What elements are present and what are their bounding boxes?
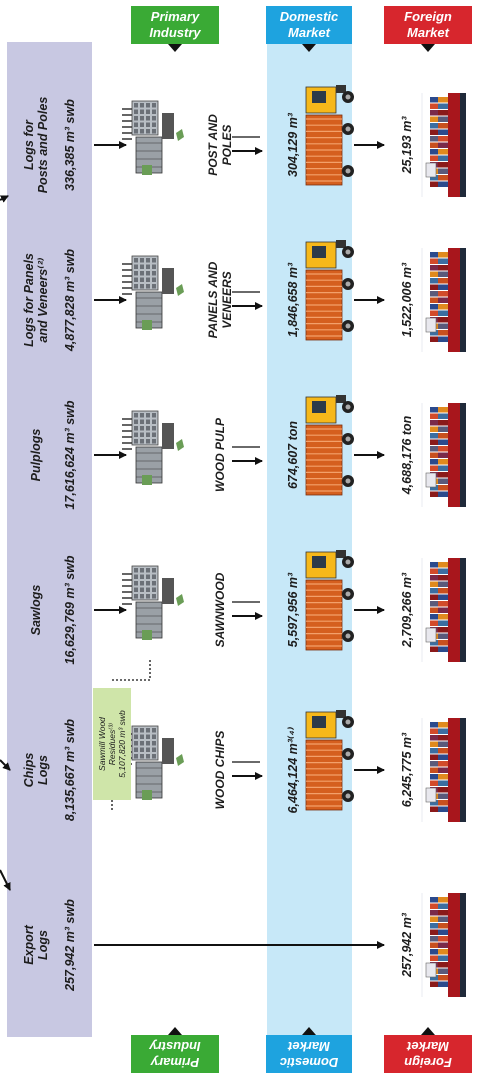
product-label: WOOD PULP bbox=[213, 418, 227, 492]
header-pointer-domestic bbox=[302, 44, 316, 52]
sawmill-icon bbox=[122, 410, 184, 485]
domestic-market-value: 6,464,124 m³⁽⁴⁾ bbox=[285, 726, 300, 814]
foreign-market-value: 1,522,006 m³ bbox=[399, 262, 414, 338]
raw-material-label: Logs for Panels and Veneers⁽²⁾ bbox=[22, 253, 50, 347]
incoming-arrow bbox=[0, 869, 11, 891]
domestic-market-value: 1,846,658 m³ bbox=[285, 262, 300, 338]
residues-value: 5,107,820 m³ swb bbox=[117, 710, 127, 778]
header-pointer-primary bbox=[168, 44, 182, 52]
footer-pointer-primary bbox=[168, 1027, 182, 1035]
cargo-ship-icon bbox=[421, 893, 466, 997]
raw-material-label: Pulplogs bbox=[29, 428, 43, 482]
cargo-ship-icon bbox=[421, 558, 466, 662]
product-label: SAWNWOOD bbox=[213, 572, 227, 648]
foreign-market-value: 6,245,775 m³ bbox=[399, 732, 414, 808]
sawmill-residues-box bbox=[93, 688, 131, 800]
sawmill-icon bbox=[122, 725, 184, 800]
cargo-ship-icon bbox=[421, 718, 466, 822]
truck-icon bbox=[305, 395, 354, 496]
raw-material-volume: 257,942 m³ swb bbox=[62, 899, 77, 991]
foreign-market-value: 257,942 m³ bbox=[399, 913, 414, 977]
raw-material-label: Sawlogs bbox=[29, 584, 43, 636]
cargo-ship-icon bbox=[421, 93, 466, 197]
raw-material-volume: 16,629,769 m³ swb bbox=[62, 555, 77, 665]
foreign-market-value: 2,709,266 m³ bbox=[399, 572, 414, 648]
foreign-market-value: 25,193 m³ bbox=[399, 116, 414, 174]
raw-material-volume: 8,135,667 m³ swb bbox=[62, 718, 77, 822]
header-pointer-foreign bbox=[421, 44, 435, 52]
truck-icon bbox=[305, 710, 354, 811]
domestic-market-value: 304,129 m³ bbox=[285, 113, 300, 177]
raw-material-label: Export Logs bbox=[22, 925, 50, 965]
incoming-arrow bbox=[0, 759, 11, 771]
domestic-market-value: 674,607 ton bbox=[285, 420, 300, 490]
product-label: PANELS AND VENEERS bbox=[206, 261, 234, 339]
raw-material-band bbox=[7, 42, 92, 1037]
truck-icon bbox=[305, 85, 354, 186]
footer-pointer-foreign bbox=[421, 1027, 435, 1035]
cargo-ship-icon bbox=[421, 248, 466, 352]
raw-material-volume: 4,877,828 m³ swb bbox=[62, 248, 77, 352]
footer-pointer-domestic bbox=[302, 1027, 316, 1035]
foreign-market-value: 4,688,176 ton bbox=[399, 415, 414, 495]
product-label: WOOD CHIPS bbox=[213, 730, 227, 810]
foreign-market-header: Foreign Market bbox=[384, 6, 472, 44]
domestic-market-value: 5,597,956 m³ bbox=[285, 572, 300, 648]
truck-icon bbox=[305, 550, 354, 651]
raw-material-label: Chips Logs bbox=[22, 752, 50, 788]
product-label: POST AND POLES bbox=[206, 114, 234, 176]
domestic-market-header: Domestic Market bbox=[266, 6, 352, 44]
truck-icon bbox=[305, 240, 354, 341]
primary-industry-header: Primary Industry bbox=[131, 6, 219, 44]
raw-material-volume: 336,385 m³ swb bbox=[62, 99, 77, 191]
sawmill-residues-label: Sawmill Wood Residues⁽³⁾5,107,820 m³ swb bbox=[93, 688, 131, 800]
raw-material-label: Logs for Posts and Poles bbox=[22, 96, 50, 194]
sawmill-icon bbox=[122, 100, 184, 175]
incoming-arrow bbox=[0, 195, 9, 203]
residues-name: Sawmill Wood Residues⁽³⁾ bbox=[97, 717, 117, 771]
domestic-market-band bbox=[267, 42, 352, 1037]
sawmill-icon bbox=[122, 565, 184, 640]
raw-material-volume: 17,616,624 m³ swb bbox=[62, 400, 77, 510]
cargo-ship-icon bbox=[421, 403, 466, 507]
sawmill-icon bbox=[122, 255, 184, 330]
